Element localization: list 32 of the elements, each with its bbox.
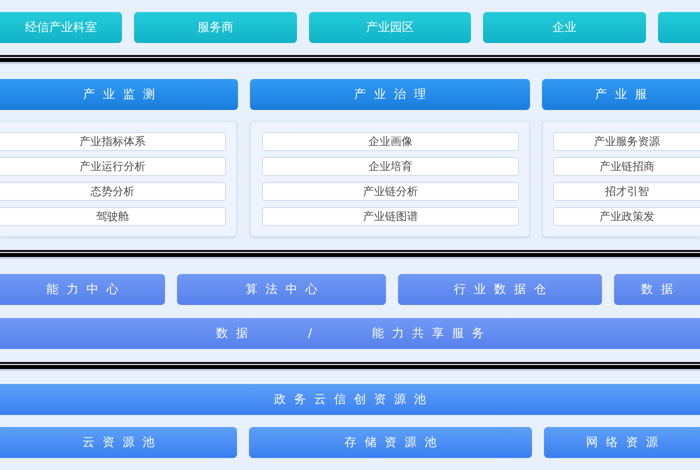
resource-tile: 云资源池 bbox=[0, 427, 237, 458]
list-item: 产业政策发 bbox=[553, 207, 700, 226]
list-item: 产业运行分析 bbox=[0, 157, 226, 176]
list-item: 产业链招商 bbox=[553, 157, 700, 176]
module-panel bbox=[250, 121, 530, 237]
list-item: 产业链图谱 bbox=[262, 207, 519, 226]
module-panel bbox=[0, 121, 237, 237]
category-tile: 经信产业科室 bbox=[0, 12, 122, 43]
capability-tile: 能力中心 bbox=[0, 274, 165, 305]
list-item: 产业服务资源 bbox=[553, 132, 700, 151]
section-header: 产业服 bbox=[542, 79, 700, 110]
section-header: 产业监测 bbox=[0, 79, 238, 110]
category-tile bbox=[658, 12, 700, 43]
category-tile: 产业园区 bbox=[309, 12, 471, 43]
list-item: 态势分析 bbox=[0, 182, 226, 201]
list-item: 产业指标体系 bbox=[0, 132, 226, 151]
category-tile: 企业 bbox=[483, 12, 646, 43]
capability-tile: 行业数据仓 bbox=[398, 274, 602, 305]
category-tile: 服务商 bbox=[134, 12, 297, 43]
resource-tile: 存储资源池 bbox=[249, 427, 532, 458]
resource-tile: 政务云信创资源池 bbox=[0, 384, 700, 415]
list-item: 招才引智 bbox=[553, 182, 700, 201]
capability-tile: 算法中心 bbox=[177, 274, 386, 305]
list-item: 企业培育 bbox=[262, 157, 519, 176]
resource-tile: 网络资源 bbox=[544, 427, 700, 458]
list-item: 驾驶舱 bbox=[0, 207, 226, 226]
capability-tile: 数据 bbox=[614, 274, 700, 305]
list-item: 产业链分析 bbox=[262, 182, 519, 201]
list-item: 企业画像 bbox=[262, 132, 519, 151]
section-header: 产业治理 bbox=[250, 79, 530, 110]
module-panel bbox=[542, 121, 700, 237]
service-bar: 数据 / 能力共享服务 bbox=[0, 318, 700, 349]
